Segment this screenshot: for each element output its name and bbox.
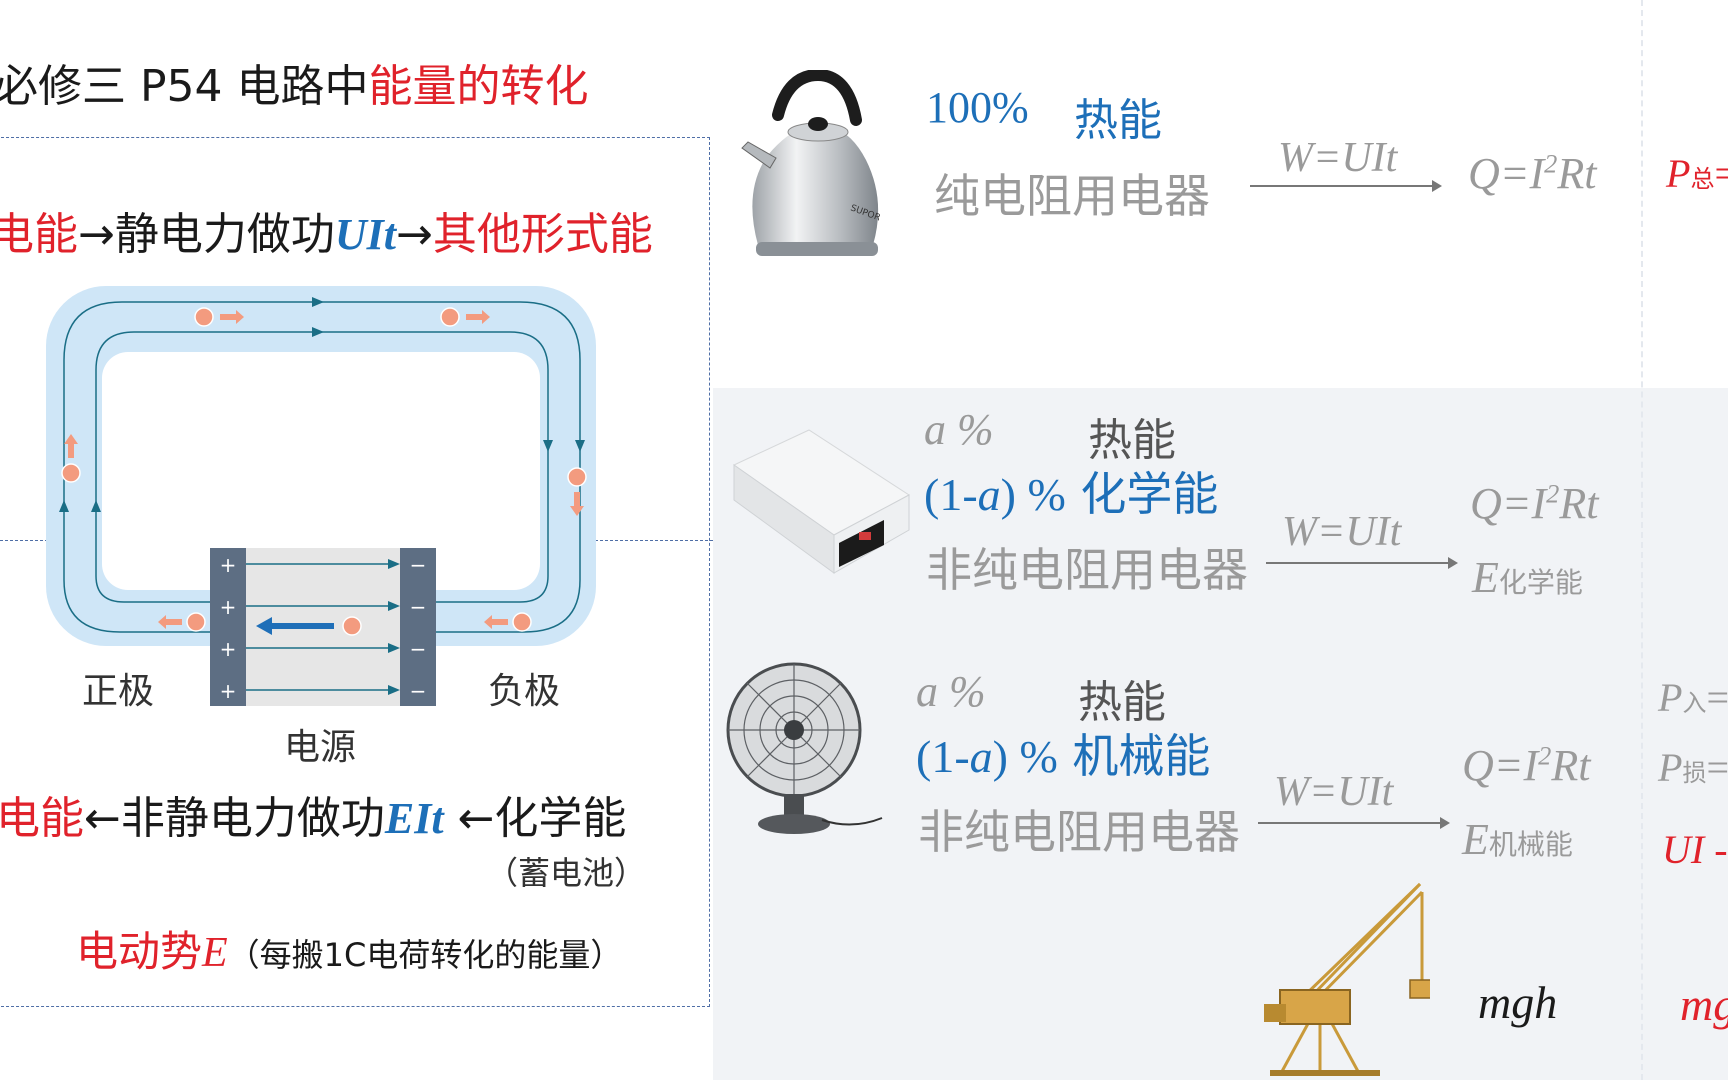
battery-charge xyxy=(342,616,362,636)
kettle-heat-label: 热能 xyxy=(1074,95,1162,146)
p-in: P入= xyxy=(1658,675,1728,720)
powerbank-arrow xyxy=(1266,557,1458,569)
energy-line-2: 电能←非静电力做功EIt ←化学能 xyxy=(0,793,627,844)
positive-plate xyxy=(210,548,246,706)
right-mg: mg xyxy=(1680,979,1728,1030)
right-divider xyxy=(1641,0,1643,1080)
field-arrow xyxy=(312,297,324,307)
powerbank-chem-line: (1-a) % 化学能 xyxy=(924,467,1219,521)
charges xyxy=(61,307,587,632)
outer-field-line-br xyxy=(436,510,581,633)
loop-inner xyxy=(102,352,540,590)
field-arrow xyxy=(91,500,101,512)
kettle-heat-formula: Q=I2Rt xyxy=(1468,148,1597,198)
outer-field-line-bl xyxy=(63,510,210,633)
powerbank-heat-label: 热能 xyxy=(1088,415,1176,466)
fan-energy-formula: E机械能 xyxy=(1462,815,1573,864)
nonelectrostatic-force-bar xyxy=(272,623,334,629)
plus-sign: + xyxy=(220,553,237,577)
powerbank-image xyxy=(733,429,910,574)
plus-sign: + xyxy=(220,637,237,661)
battery-note: （蓄电池） xyxy=(486,854,647,892)
p-loss: P损= xyxy=(1658,745,1728,790)
emf-line: 电动势E（每搬1C电荷转化的能量） xyxy=(76,927,623,976)
fan-heat-label: 热能 xyxy=(1078,677,1166,728)
field-arrow xyxy=(59,500,69,512)
fan-work-formula: W=UIt xyxy=(1274,769,1394,815)
nonelectrostatic-force-arrow xyxy=(256,617,272,635)
kettle-device-label: 纯电阻用电器 xyxy=(934,169,1210,223)
powerbank-heat-percent: a % xyxy=(924,405,994,454)
negative-plate xyxy=(400,548,436,706)
fan-device-label: 非纯电阻用电器 xyxy=(918,805,1240,859)
field-arrow xyxy=(312,327,324,337)
kettle-image: SUPOR xyxy=(741,70,882,256)
kettle-arrow xyxy=(1250,180,1442,192)
inner-field-line-br xyxy=(436,510,549,603)
powerbank-heat-formula: Q=I2Rt xyxy=(1470,478,1599,528)
crane-mgh: mgh xyxy=(1478,977,1558,1028)
kettle-percent: 100% xyxy=(926,83,1029,132)
positive-label: 正极 xyxy=(82,671,155,712)
fan-heat-percent: a % xyxy=(916,667,986,716)
field-arrow xyxy=(575,440,585,452)
energy-line-1: 电能→静电力做功UIt→其他形式能 xyxy=(0,209,653,260)
fan-image xyxy=(726,662,883,834)
plus-sign: + xyxy=(220,595,237,619)
page-title: 必修三 P54 电路中能量的转化 xyxy=(0,61,589,112)
battery-field-arrows xyxy=(388,559,400,695)
powerbank-device-label: 非纯电阻用电器 xyxy=(926,543,1248,597)
powerbank-energy-formula: E化学能 xyxy=(1472,553,1583,602)
minus-sign: − xyxy=(410,553,427,577)
p-total: P总= xyxy=(1666,151,1728,196)
fan-heat-formula: Q=I2Rt xyxy=(1462,740,1591,790)
circuit-diagram: + + + + − − − − xyxy=(46,286,596,706)
powerbank-work-formula: W=UIt xyxy=(1282,509,1402,555)
negative-label: 负极 xyxy=(488,671,561,712)
minus-sign: − xyxy=(410,595,427,619)
minus-sign: − xyxy=(410,679,427,703)
field-arrow xyxy=(543,440,553,452)
battery-field-lines xyxy=(246,563,390,691)
crane-image xyxy=(1264,882,1430,1076)
plus-sign: + xyxy=(220,679,237,703)
source-label: 电源 xyxy=(284,727,357,768)
minus-sign: − xyxy=(410,637,427,661)
inner-field-line-bl xyxy=(95,510,210,603)
kettle-work-formula: W=UIt xyxy=(1278,135,1398,181)
ui-minus: UI - xyxy=(1662,827,1728,872)
left-dotted-box xyxy=(0,137,710,1007)
charge-arrows xyxy=(64,310,584,629)
fan-arrow xyxy=(1258,817,1450,829)
fan-mech-line: (1-a) % 机械能 xyxy=(916,729,1211,783)
